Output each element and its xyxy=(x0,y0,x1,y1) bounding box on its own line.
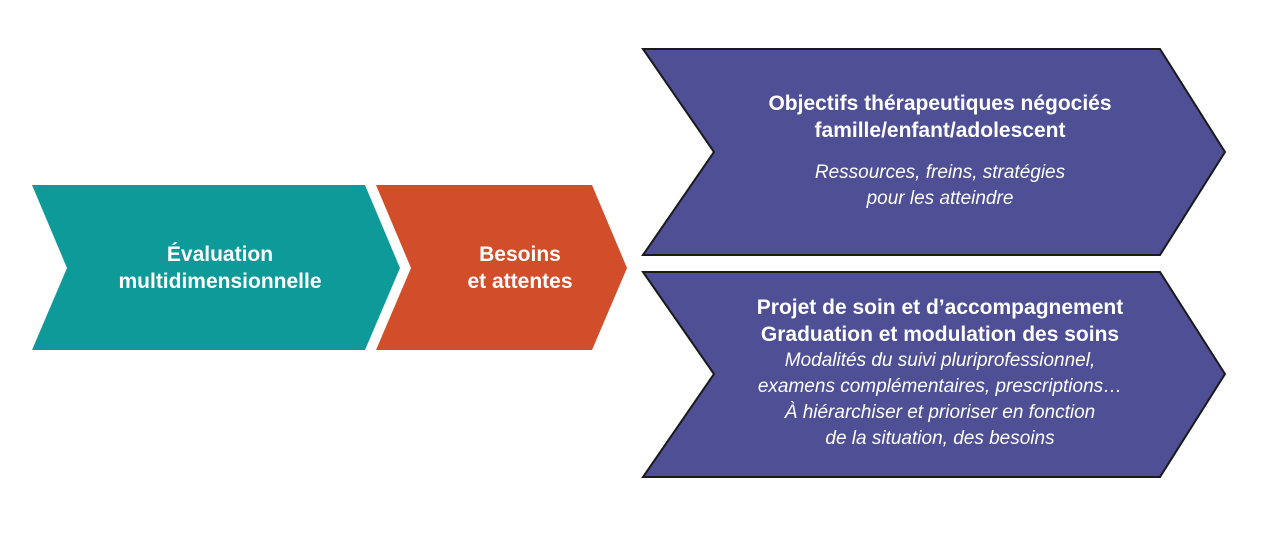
besoins-line-2: et attentes xyxy=(467,270,573,293)
projet-title-line-2: Graduation et modulation des soins xyxy=(760,323,1120,346)
projet-detail-line-2: examens complémentaires, prescriptions… xyxy=(757,376,1123,397)
evaluation-line-1: Évaluation xyxy=(166,243,274,266)
besoins-line-1: Besoins xyxy=(479,243,561,266)
projet-detail-line-4: de la situation, des besoins xyxy=(825,428,1055,449)
objectifs-title-line-1: Objectifs thérapeutiques négociés xyxy=(768,92,1112,115)
projet-detail-line-1: Modalités du suivi pluriprofessionnel, xyxy=(784,350,1096,371)
objectifs-label: Objectifs thérapeutiques négociés famill… xyxy=(700,90,1180,230)
evaluation-line-2: multidimensionnelle xyxy=(118,270,322,293)
besoins-chevron xyxy=(376,185,627,350)
objectifs-detail-line-2: pour les atteindre xyxy=(866,188,1014,209)
projet-title-line-1: Projet de soin et d’accompagnement xyxy=(756,296,1124,319)
besoins-label: Besoins et attentes xyxy=(420,225,620,311)
projet-chevron xyxy=(641,271,1227,478)
objectifs-detail-line-1: Ressources, freins, stratégies xyxy=(814,162,1066,183)
evaluation-label: Évaluation multidimensionnelle xyxy=(80,225,360,311)
evaluation-chevron xyxy=(32,185,400,350)
objectifs-title-line-2: famille/enfant/adolescent xyxy=(814,119,1066,142)
projet-label: Projet de soin et d’accompagnement Gradu… xyxy=(700,294,1180,464)
projet-detail-line-3: À hiérarchiser et prioriser en fonction xyxy=(784,402,1096,423)
objectifs-chevron xyxy=(641,48,1227,256)
